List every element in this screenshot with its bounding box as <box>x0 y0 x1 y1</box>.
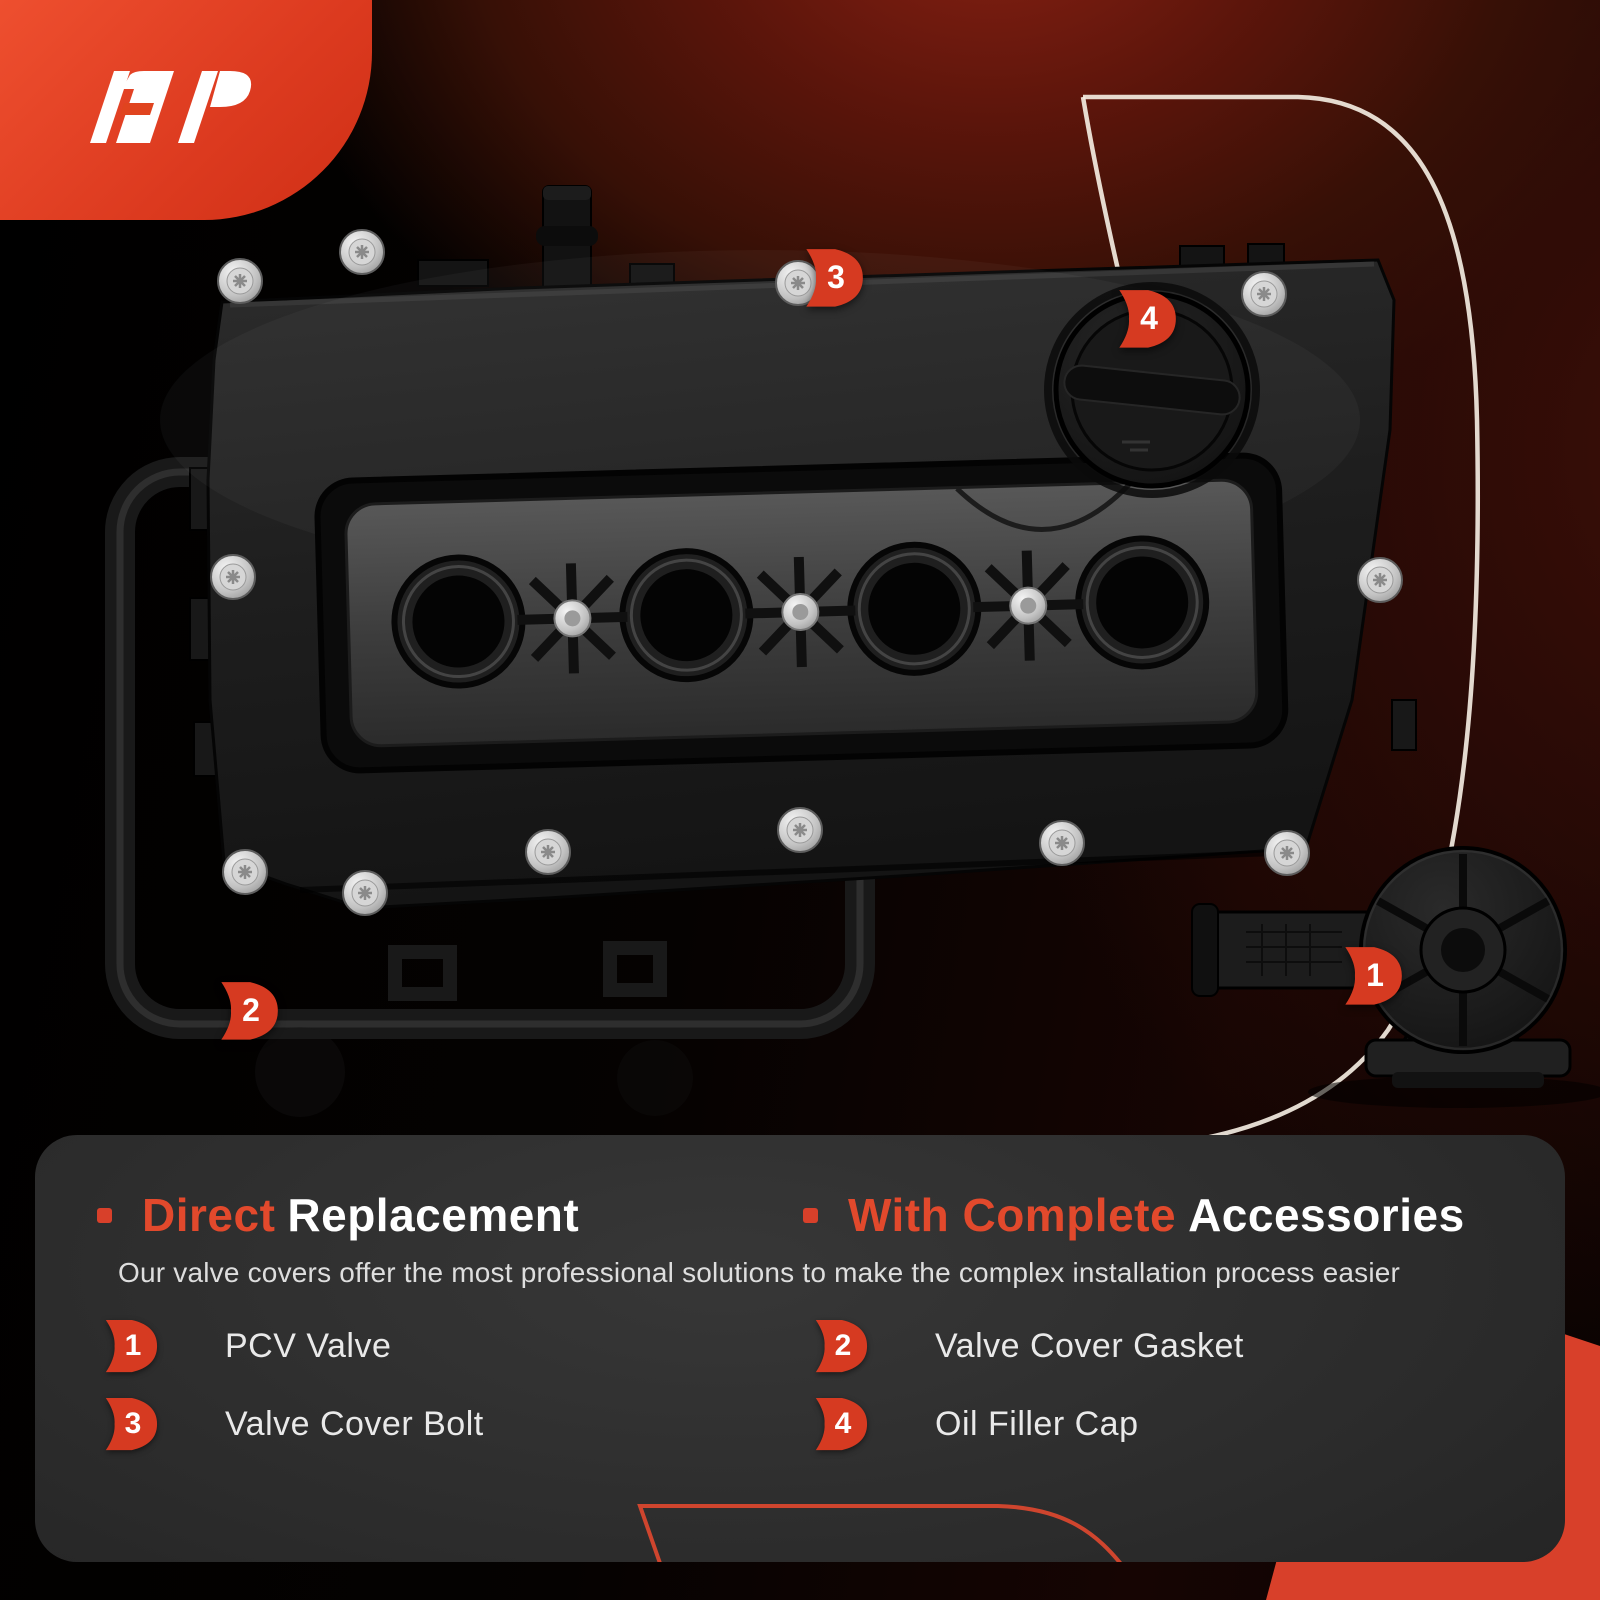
legend-label: Valve Cover Bolt <box>225 1404 484 1443</box>
valve-cover-bolts <box>210 229 1403 916</box>
callout-badge-2: 2 <box>216 981 280 1040</box>
section-title-accent: With Complete <box>848 1189 1177 1241</box>
oil-filler-cap <box>1044 282 1260 498</box>
flag-badge-icon <box>1119 290 1176 348</box>
callout-badge-1: 1 <box>1340 946 1404 1005</box>
flag-badge-icon <box>1345 947 1402 1005</box>
legend-label: Valve Cover Gasket <box>935 1326 1244 1365</box>
flag-badge-icon: 4 <box>811 1397 869 1451</box>
flag-badge-icon: 2 <box>811 1319 869 1373</box>
callout-number: 4 <box>1140 299 1158 336</box>
callout-badge-3: 3 <box>801 248 865 307</box>
panel-subtitle: Our valve covers offer the most professi… <box>118 1257 1401 1288</box>
white-swoosh-line <box>1065 94 1481 1155</box>
legend-number: 1 <box>124 1329 142 1362</box>
legend-item-pcv-valve: 1 PCV Valve <box>101 1317 811 1375</box>
coil-channel <box>314 452 1289 774</box>
flag-badge-icon: 1 <box>101 1319 159 1373</box>
flag-badge-icon <box>806 249 863 307</box>
callout-number: 1 <box>1366 956 1384 993</box>
legend-number: 4 <box>834 1407 852 1440</box>
bullet-square-icon <box>97 1207 112 1223</box>
legend-number: 2 <box>834 1329 852 1362</box>
callout-number: 2 <box>242 991 260 1028</box>
section-title-rest: Replacement <box>287 1189 580 1241</box>
parts-legend: 1 PCV Valve 2 Valve Cover Gasket 3 Valve… <box>101 1317 1521 1453</box>
callout-badge-4: 4 <box>1114 289 1178 348</box>
legend-item-oil-filler-cap: 4 Oil Filler Cap <box>811 1395 1521 1453</box>
section-title-rest: Accessories <box>1188 1189 1465 1241</box>
channel-star-bosses <box>517 550 1084 674</box>
legend-item-valve-cover-bolt: 3 Valve Cover Bolt <box>101 1395 811 1453</box>
flag-badge-icon: 3 <box>101 1397 159 1451</box>
bullet-square-icon <box>803 1207 818 1223</box>
legend-item-valve-cover-gasket: 2 Valve Cover Gasket <box>811 1317 1521 1375</box>
legend-label: Oil Filler Cap <box>935 1404 1139 1443</box>
section-title-accent: Direct <box>142 1189 276 1241</box>
ap-logo-icon <box>90 71 252 143</box>
legend-label: PCV Valve <box>225 1326 392 1365</box>
legend-number: 3 <box>124 1407 142 1440</box>
flag-badge-icon <box>221 982 278 1040</box>
callout-number: 3 <box>827 258 845 295</box>
